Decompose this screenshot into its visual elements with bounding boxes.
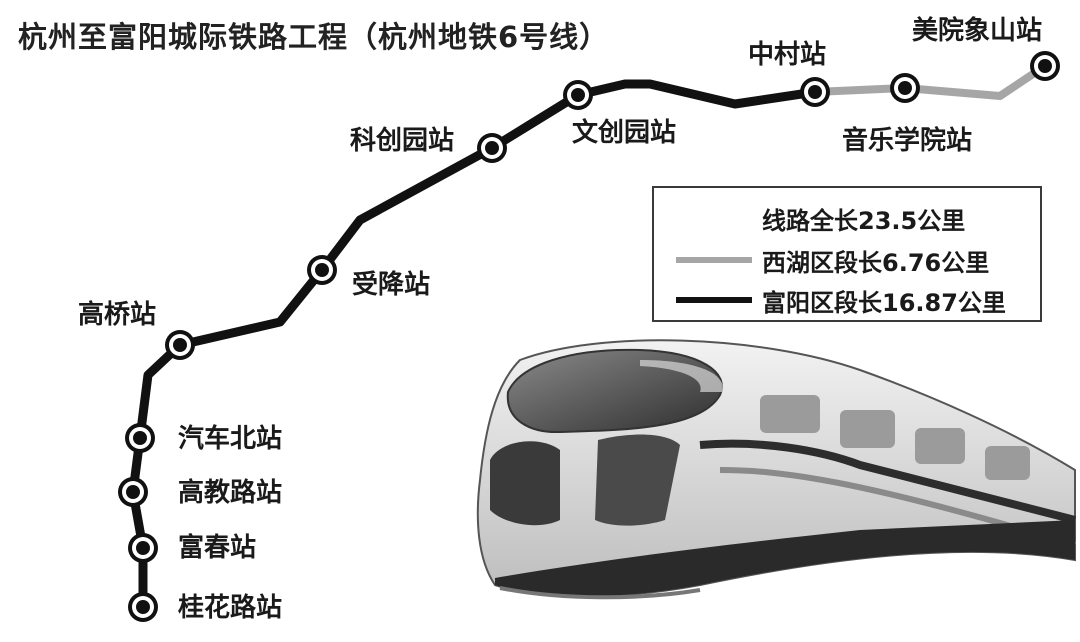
station-marker-core-gaojiaolu (126, 485, 140, 499)
station-label-zhongcun: 中村站 (748, 40, 827, 70)
station-label-wenchuangyuan: 文创园站 (572, 118, 677, 148)
legend-total-text: 线路全长23.5公里 (762, 206, 966, 235)
station-marker-core-gaoqiao (173, 338, 187, 352)
station-marker-core-guihualu (136, 600, 150, 614)
station-marker-core-shoujiang (315, 263, 329, 277)
xihu-segment-line (811, 62, 1049, 100)
station-marker-core-wenchuangyuan (571, 88, 585, 102)
station-label-yinyuexueyuan: 音乐学院站 (842, 126, 973, 156)
legend-xihu-text: 西湖区段长6.76公里 (762, 248, 990, 277)
station-marker-core-fuchun (136, 541, 150, 555)
legend-fuyang-swatch (676, 297, 752, 303)
station-label-meiyuanxiangshan: 美院象山站 (912, 16, 1043, 46)
station-label-guihualu: 桂花路站 (178, 593, 283, 623)
legend-fuyang-row: 富阳区段长16.87公里 (654, 282, 1040, 318)
legend-box: 线路全长23.5公里 西湖区段长6.76公里 富阳区段长16.87公里 (652, 186, 1042, 322)
legend-fuyang-text: 富阳区段长16.87公里 (762, 288, 1006, 317)
page-title: 杭州至富阳城际铁路工程（杭州地铁6号线） (18, 20, 610, 54)
high-speed-train-icon (476, 339, 1076, 600)
legend-xihu-row: 西湖区段长6.76公里 (654, 242, 1040, 278)
station-label-qichebei: 汽车北站 (178, 424, 283, 454)
station-marker-core-meiyuanxiangshan (1038, 59, 1052, 73)
station-label-fuchun: 富春站 (178, 533, 257, 563)
station-label-gaojiaolu: 高教路站 (178, 478, 283, 508)
station-label-kechuangyuan: 科创园站 (350, 126, 455, 156)
station-label-gaoqiao: 高桥站 (78, 300, 157, 330)
legend-xihu-swatch (676, 257, 752, 263)
station-label-shoujiang: 受降站 (352, 270, 431, 300)
station-marker-core-kechuangyuan (485, 141, 499, 155)
station-marker-core-qichebei (133, 431, 147, 445)
station-marker-core-zhongcun (808, 85, 822, 99)
station-marker-core-yinyuexueyuan (898, 81, 912, 95)
legend-total-row: 线路全长23.5公里 (654, 200, 1040, 236)
